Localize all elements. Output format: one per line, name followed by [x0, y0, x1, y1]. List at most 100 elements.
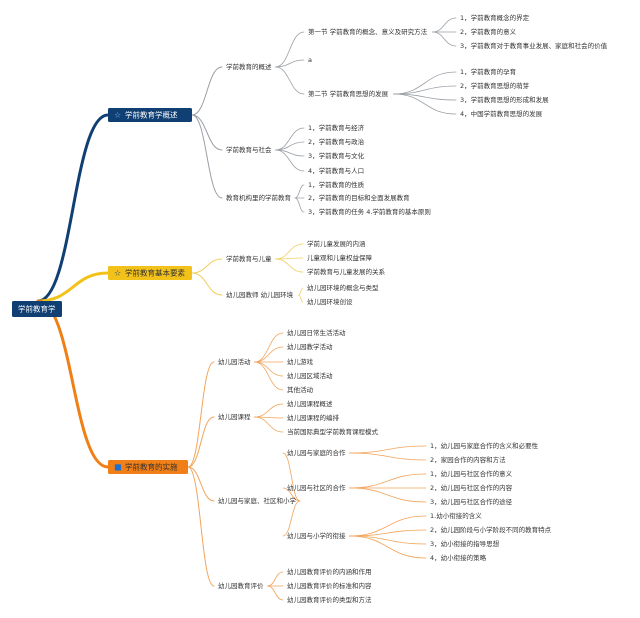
child-connector [282, 487, 301, 502]
child-connector [349, 452, 427, 461]
subtopic-2-2-1: 幼儿园环境的概念与类型 [307, 283, 379, 292]
branch-node-3[interactable] [108, 460, 188, 474]
topic-2-2: 幼儿园教师 幼儿园环境 [226, 290, 294, 299]
child-connector [254, 361, 284, 391]
subtopic-3-3-2: 幼儿园与社区的合作 [287, 483, 346, 492]
child-connector [187, 416, 215, 468]
child-connector [349, 473, 427, 489]
star-icon: ☆ [114, 269, 121, 278]
topic-1-2: 学前教育与社会 [226, 145, 272, 154]
child-connector [282, 452, 301, 502]
child-connector [187, 466, 215, 587]
subtopic-1-1-1: 第一节 学前教育的概念、意义及研究方法 [308, 27, 428, 36]
child-connector [349, 529, 427, 537]
star-icon: ☆ [114, 111, 121, 120]
child-connector [393, 93, 457, 115]
subtopic-3-2-2: 幼儿园课程的编排 [287, 413, 340, 422]
root-node[interactable] [12, 301, 62, 317]
child-connector [267, 585, 284, 601]
leaf-1-1-1-1: 1，学前教育概念的界定 [460, 13, 530, 22]
branch-node-1[interactable] [108, 108, 192, 122]
child-connector [275, 66, 305, 95]
child-connector [191, 272, 223, 296]
subtopic-1-3-3: 3，学前教育的任务 4.学前教育的基本原则 [308, 207, 431, 216]
leaf-1-1-3-4: 4，中国学前教育思想的发展 [460, 109, 543, 118]
subtopic-1-1-3: 第二节 学前教育思想的发展 [308, 89, 389, 98]
subtopic-1-2-2: 2，学前教育与政治 [308, 137, 365, 146]
branch-connector [36, 271, 110, 303]
child-connector [191, 66, 223, 116]
branch-label-3: 学前教育的实施 [125, 462, 178, 472]
subtopic-1-3-2: 2，学前教育的目标和全面发展教育 [308, 193, 410, 202]
subtopic-3-1-1: 幼儿园日常生活活动 [287, 328, 346, 337]
child-connector [187, 361, 215, 468]
child-connector [191, 114, 223, 151]
branch-connector [36, 299, 110, 469]
leaf-1-1-1-2: 2，学前教育的意义 [460, 27, 517, 36]
child-connector [275, 127, 305, 151]
child-connector [187, 466, 215, 502]
child-connector [393, 71, 457, 95]
child-connector [275, 243, 304, 260]
child-connector [254, 361, 284, 377]
child-connector [254, 346, 284, 363]
subtopic-3-4-3: 幼儿园教育评价的类型和方法 [287, 595, 372, 604]
topic-1-3: 教育机构里的学前教育 [226, 193, 292, 202]
topic-3-1: 幼儿园活动 [218, 357, 251, 366]
subtopic-1-1-2: a [308, 56, 312, 64]
child-connector [254, 332, 284, 363]
subtopic-1-2-3: 3，学前教育与文化 [308, 151, 365, 160]
child-connector [294, 184, 305, 199]
child-connector [298, 287, 304, 296]
subtopic-3-1-5: 其他活动 [287, 385, 314, 394]
child-connector [275, 149, 305, 172]
topic-2-1: 学前教育与儿童 [226, 254, 272, 263]
child-connector [275, 258, 304, 273]
child-connector [432, 17, 457, 33]
child-connector [349, 535, 427, 559]
topic-1-1: 学前教育的概述 [226, 62, 272, 71]
leaf-3-3-3-1: 1.幼小衔接的含义 [430, 511, 482, 520]
topic-3-4: 幼儿园教育评价 [218, 581, 264, 590]
leaf-3-3-3-4: 4，幼小衔接的策略 [430, 553, 487, 562]
child-connector [267, 571, 284, 587]
subtopic-3-4-2: 幼儿园教育评价的标准和内容 [287, 581, 372, 590]
connector-lines [36, 17, 457, 601]
topic-3-2: 幼儿园课程 [218, 412, 251, 421]
subtopic-3-3-1: 幼儿园与家庭的合作 [287, 448, 346, 457]
subtopic-3-3-3: 幼儿园与小学的衔接 [287, 531, 346, 540]
subtopic-2-1-1: 学前儿童发展的内涵 [307, 239, 366, 248]
subtopic-2-1-3: 学前教育与儿童发展的关系 [307, 267, 386, 276]
child-connector [349, 535, 427, 545]
leaf-3-3-2-2: 2，幼儿园与社区合作的内容 [430, 483, 513, 492]
child-connector [191, 258, 223, 274]
branch-connector [36, 113, 110, 303]
leaf-3-3-3-3: 3，幼小衔接的指导思想 [430, 539, 500, 548]
child-connector [393, 85, 457, 95]
leaf-3-3-1-1: 1，幼儿园与家庭合作的含义和必要性 [430, 441, 539, 450]
child-connector [349, 445, 427, 454]
subtopic-3-4-1: 幼儿园教育评价的内涵和作用 [287, 567, 372, 576]
child-connector [432, 31, 457, 47]
leaf-3-3-2-1: 1，幼儿园与社区合作的意义 [430, 469, 513, 478]
subtopic-2-2-2: 幼儿园环境创设 [307, 297, 353, 306]
branch-label-1: 学前教育学概述 [125, 110, 178, 120]
child-connector [275, 31, 305, 68]
leaf-3-3-2-3: 3，幼儿园与社区合作的途径 [430, 497, 513, 506]
subtopic-3-1-2: 幼儿园教学活动 [287, 342, 333, 351]
square-icon: ■ [114, 463, 122, 472]
branch-label-2: 学前教育基本要素 [125, 268, 185, 278]
child-connector [254, 403, 284, 418]
subtopic-3-2-3: 当前国际典型学前教育课程模式 [287, 427, 379, 436]
leaf-3-3-1-2: 2，家园合作的内容和方法 [430, 455, 506, 464]
leaf-3-3-3-2: 2，幼儿园阶段与小学阶段不同的教育特点 [430, 525, 552, 534]
child-connector [294, 197, 305, 213]
subtopic-1-3-1: 1，学前教育的性质 [308, 180, 365, 189]
subtopic-3-1-4: 幼儿园区域活动 [287, 371, 333, 380]
child-connector [191, 114, 223, 199]
child-connector [275, 59, 305, 68]
leaf-1-1-3-1: 1，学前教育的孕育 [460, 67, 517, 76]
branch-node-2[interactable] [108, 266, 192, 280]
